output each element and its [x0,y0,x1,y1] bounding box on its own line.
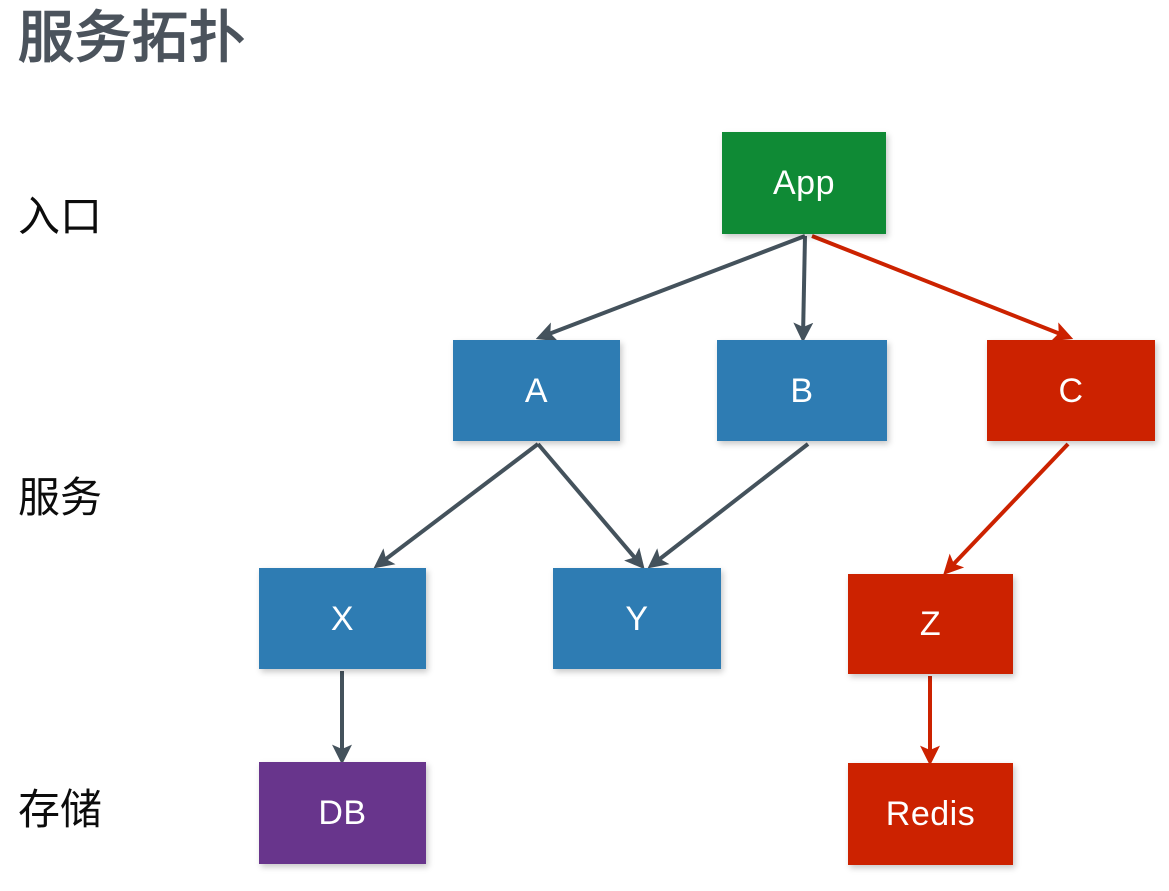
node-label: Z [919,605,942,643]
page-title: 服务拓扑 [18,6,246,69]
node-redis[interactable]: Redis [848,763,1013,865]
node-label: Y [625,599,649,638]
edge-b-y [647,442,810,569]
edge-c-z [943,442,1070,576]
node-db[interactable]: DB [259,762,426,864]
edge-a-y [536,442,645,570]
node-label: Redis [885,795,976,833]
node-a[interactable]: A [453,340,620,441]
row-label-storage: 存储 [18,786,103,833]
node-label: C [1058,371,1084,410]
row-label-entry: 入口 [18,193,103,240]
node-label: B [790,371,814,410]
node-x[interactable]: X [259,568,426,669]
node-label: A [524,371,549,410]
node-c[interactable]: C [987,340,1155,441]
edge-app-c [811,234,1074,342]
node-label: X [330,599,355,638]
node-z[interactable]: Z [848,574,1013,674]
edge-app-b [793,235,814,343]
edge-app-a [535,234,806,342]
node-b[interactable]: B [717,340,887,441]
node-app[interactable]: App [722,132,886,234]
node-label: DB [318,794,367,832]
node-y[interactable]: Y [553,568,721,669]
node-label: App [773,164,835,202]
edge-a-x [373,442,540,569]
row-label-service: 服务 [18,474,103,521]
